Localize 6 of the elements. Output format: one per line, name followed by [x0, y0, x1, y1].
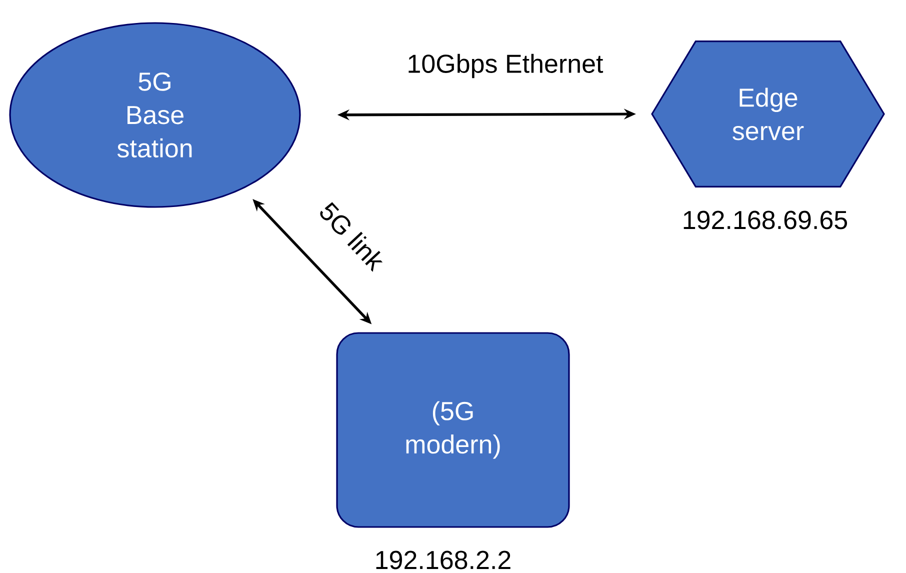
- edge-label: 10Gbps Ethernet: [404, 51, 606, 81]
- ip-address: 192.168.2.2: [376, 550, 510, 570]
- server-hexagon: Edge server: [651, 40, 885, 188]
- ip-address: 192.168.69.65: [684, 210, 848, 230]
- edge-label: 5G link: [314, 196, 390, 276]
- device-box: (5G modern): [336, 332, 570, 528]
